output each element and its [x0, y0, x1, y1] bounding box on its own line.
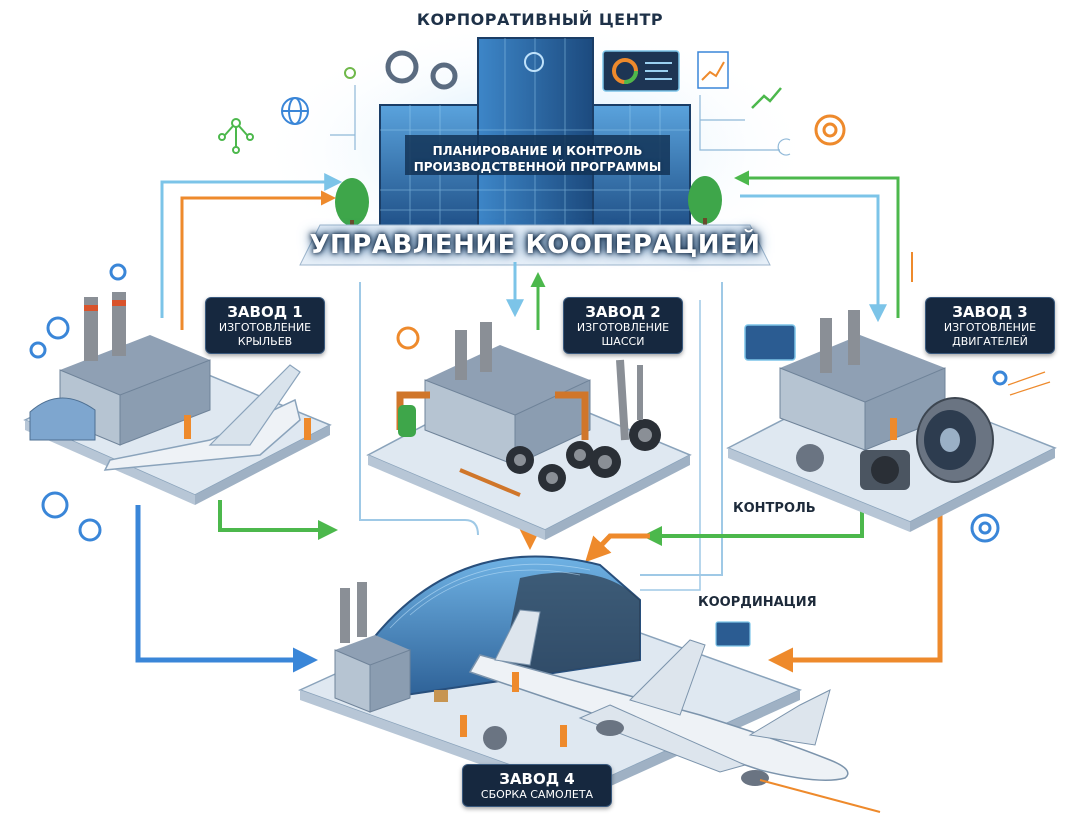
hq-subtitle: ПЛАНИРОВАНИЕ И КОНТРОЛЬ ПРОИЗВОДСТВЕННОЙ… [405, 143, 670, 175]
control-line-left [359, 282, 479, 536]
plant3-line2: ДВИГАТЕЛЕЙ [952, 335, 1028, 348]
plant2-illustration [366, 322, 692, 540]
plant1-line1: ИЗГОТОВЛЕНИЕ [218, 321, 312, 334]
flow-plant1-plant4-blue [135, 505, 318, 673]
orange-gear-icon [396, 326, 420, 350]
globe-icon [281, 97, 309, 125]
plant2-line1: ИЗГОТОВЛЕНИЕ [576, 321, 670, 334]
gear-icon [29, 263, 127, 542]
orange-gear-icon [814, 114, 846, 146]
hq-subtitle-line1: ПЛАНИРОВАНИЕ И КОНТРОЛЬ [432, 144, 643, 158]
flow-plant1-assembly-green [218, 500, 338, 540]
plant4-label: ЗАВОД 4 СБОРКА САМОЛЕТА [462, 764, 612, 807]
gear-icon [970, 370, 1008, 543]
circuit-lines [330, 85, 791, 156]
plant4-name: ЗАВОД 4 [499, 770, 575, 788]
plant4-line1: СБОРКА САМОЛЕТА [480, 788, 594, 801]
control-label: КОНТРОЛЬ [730, 500, 819, 517]
plant2-label: ЗАВОД 2 ИЗГОТОВЛЕНИЕ ШАССИ [563, 297, 683, 354]
dashboard-icon [602, 50, 680, 92]
plant1-line2: КРЫЛЬЕВ [237, 335, 293, 348]
hq-subtitle-line2: ПРОИЗВОДСТВЕННОЙ ПРОГРАММЫ [413, 160, 662, 174]
flow-hq-plant1-blue [160, 173, 343, 318]
plant1-label: ЗАВОД 1 ИЗГОТОВЛЕНИЕ КРЫЛЬЕВ [205, 297, 325, 354]
hq-building [379, 37, 691, 231]
plant4-illustration [298, 555, 881, 813]
flow-plant3-plant4-orange [585, 533, 650, 563]
plant2-name: ЗАВОД 2 [585, 303, 661, 321]
flow-plant3-plant4-green [642, 505, 864, 546]
plant3-line1: ИЗГОТОВЛЕНИЕ [943, 321, 1037, 334]
circuit-lines [1007, 371, 1051, 396]
plant1-illustration [23, 292, 332, 505]
main-title: УПРАВЛЕНИЕ КООПЕРАЦИЕЙ [309, 230, 761, 260]
flow-plant3-hq-green [734, 170, 900, 318]
flow-hq-plant3-blue [740, 194, 887, 323]
plant1-name: ЗАВОД 1 [227, 303, 303, 321]
plant3-illustration [726, 310, 1057, 532]
coordination-line [640, 282, 723, 576]
plant3-name: ЗАВОД 3 [952, 303, 1028, 321]
hq-title: КОРПОРАТИВНЫЙ ЦЕНТР [416, 10, 664, 29]
coordination-label: КООРДИНАЦИЯ [695, 594, 820, 611]
small-gear-icon [344, 67, 356, 79]
growth-chart-icon [697, 51, 782, 109]
flow-plant3-plant4-orange-right [768, 505, 943, 673]
gear-icon [385, 50, 458, 90]
coordination-line-2 [640, 300, 701, 591]
plant2-line2: ШАССИ [601, 335, 645, 348]
flow-plant1-hq-orange [180, 190, 336, 330]
network-icon [218, 118, 254, 154]
plant3-label: ЗАВОД 3 ИЗГОТОВЛЕНИЕ ДВИГАТЕЛЕЙ [925, 297, 1055, 354]
trees [335, 176, 722, 232]
